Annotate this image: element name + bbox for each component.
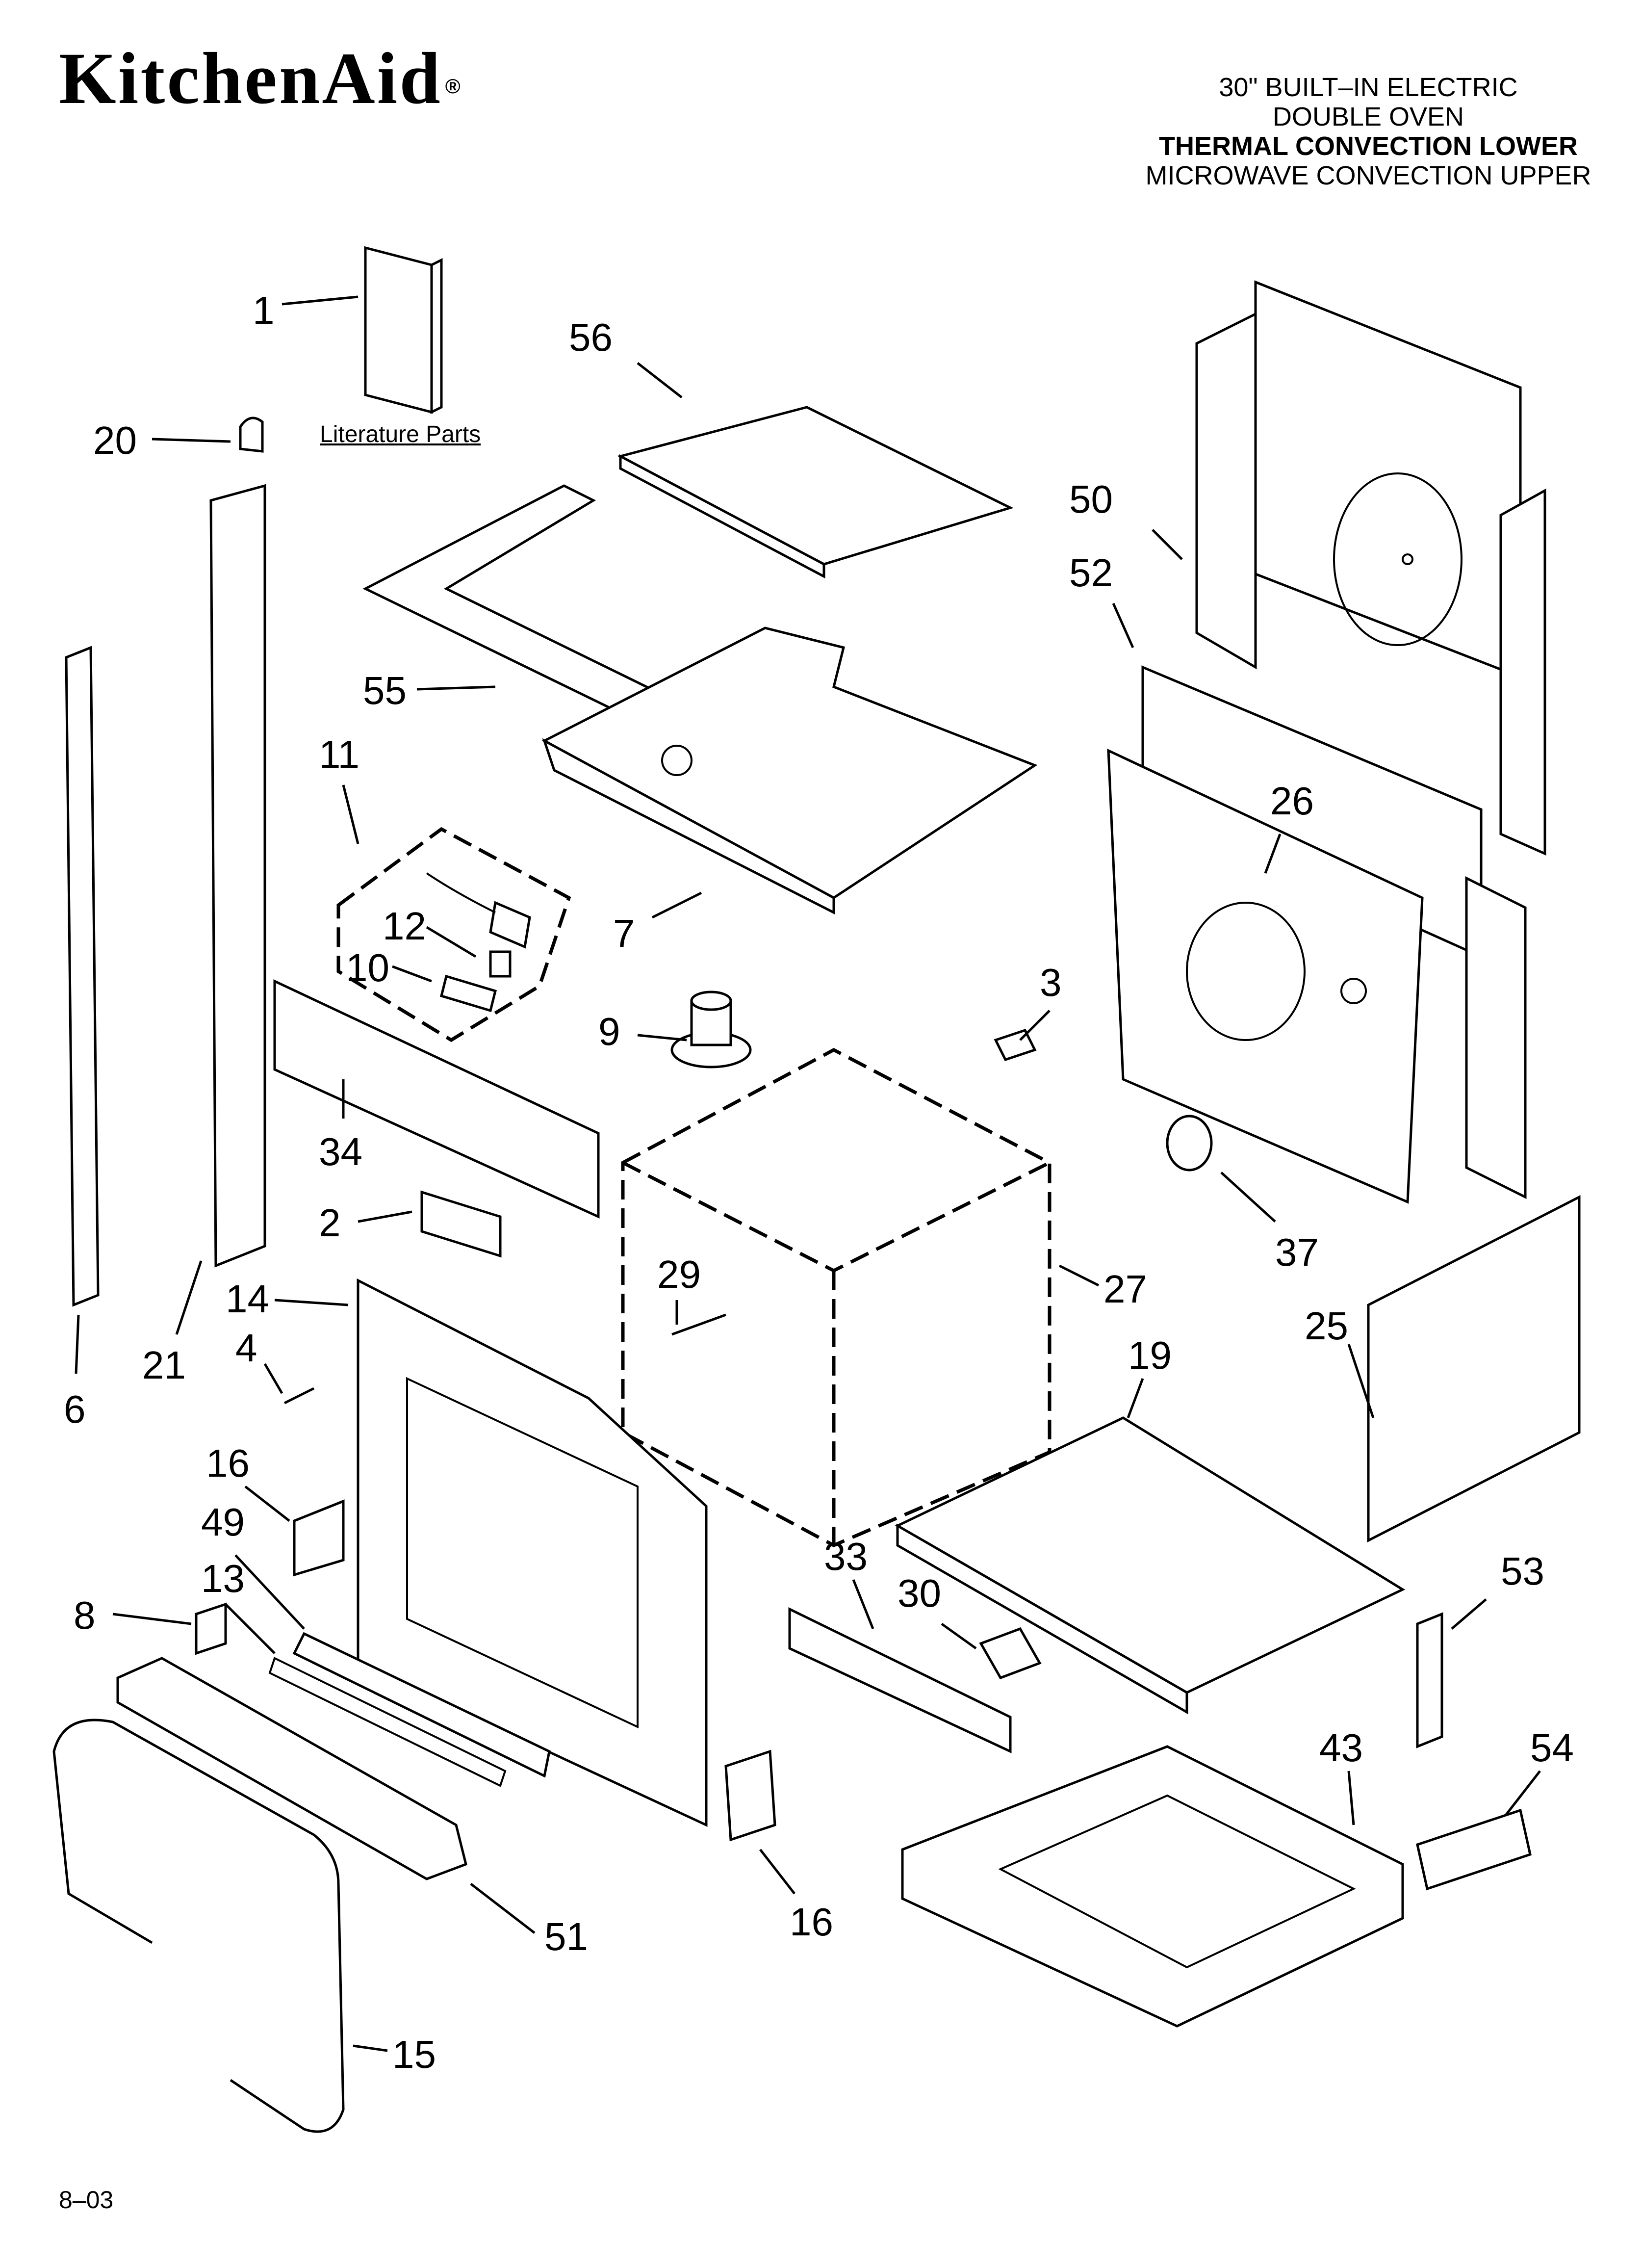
part-34-vent bbox=[273, 979, 600, 1219]
callout-54: 54 bbox=[1530, 1726, 1574, 1770]
part-56-insulation bbox=[617, 406, 1014, 579]
callout-16a: 16 bbox=[206, 1441, 250, 1485]
part-55-insulation-frame bbox=[362, 484, 690, 728]
part-33-rail bbox=[788, 1607, 1012, 1753]
callout-43: 43 bbox=[1319, 1726, 1363, 1770]
part-50-back-panel bbox=[1195, 280, 1546, 856]
part-9-fan-motor bbox=[670, 991, 752, 1069]
callout-53: 53 bbox=[1501, 1549, 1544, 1593]
part-27-oven-cavity bbox=[621, 1048, 1052, 1547]
part-16-bracket-a bbox=[293, 1499, 345, 1577]
callout-51: 51 bbox=[544, 1915, 588, 1958]
header-line-2: DOUBLE OVEN bbox=[1272, 102, 1464, 131]
part-12-bulb bbox=[489, 950, 512, 978]
callout-20: 20 bbox=[93, 418, 137, 462]
part-20 bbox=[239, 417, 264, 453]
callout-52: 52 bbox=[1069, 551, 1113, 595]
part-4-screw bbox=[283, 1387, 315, 1405]
callout-14: 14 bbox=[226, 1277, 269, 1321]
callout-25: 25 bbox=[1305, 1304, 1348, 1348]
callout-15: 15 bbox=[392, 2033, 436, 2076]
footer-code: 8–03 bbox=[59, 2186, 114, 2214]
part-19-floor bbox=[895, 1416, 1406, 1715]
callout-2: 2 bbox=[319, 1201, 341, 1245]
part-21-side-trim bbox=[209, 484, 266, 1268]
part-11-kit-outline bbox=[336, 827, 571, 1043]
part-52-26-rear-wall bbox=[1107, 665, 1527, 1204]
header-line-1: 30" BUILT–IN ELECTRIC bbox=[1219, 73, 1518, 102]
part-53-bracket bbox=[1416, 1612, 1443, 1748]
callout-4: 4 bbox=[235, 1326, 257, 1370]
callout-1: 1 bbox=[253, 288, 275, 332]
part-54-terminal-block bbox=[1416, 1808, 1532, 1891]
callout-30: 30 bbox=[898, 1571, 941, 1615]
callout-21: 21 bbox=[142, 1343, 186, 1387]
header-line-4: MICROWAVE CONVECTION UPPER bbox=[1145, 161, 1591, 190]
callout-56: 56 bbox=[569, 315, 613, 359]
part-43-bottom-tray bbox=[901, 1745, 1404, 2028]
part-16-bracket-b bbox=[724, 1749, 776, 1842]
part-2-thermostat bbox=[420, 1190, 502, 1258]
callout-6: 6 bbox=[64, 1387, 86, 1431]
part-37 bbox=[1166, 1115, 1213, 1172]
callout-12: 12 bbox=[383, 904, 426, 948]
callout-3: 3 bbox=[1040, 961, 1062, 1004]
callout-19: 19 bbox=[1128, 1333, 1172, 1377]
callout-29: 29 bbox=[657, 1252, 701, 1296]
kitchenaid-logo: KitchenAid® bbox=[59, 38, 462, 119]
callout-10: 10 bbox=[346, 946, 389, 990]
model-header: 30" BUILT–IN ELECTRIC DOUBLE OVEN THERMA… bbox=[1099, 73, 1638, 190]
part-3 bbox=[994, 1028, 1037, 1062]
part-14-front-frame bbox=[357, 1278, 708, 1827]
part-1-literature bbox=[364, 246, 443, 415]
part-29-sensor bbox=[671, 1313, 726, 1336]
part-8 bbox=[195, 1602, 227, 1655]
leader-lines bbox=[75, 295, 1541, 2052]
callout-9: 9 bbox=[598, 1010, 620, 1053]
part-10-lens bbox=[439, 974, 497, 1013]
callout-7: 7 bbox=[613, 912, 635, 955]
part-13 bbox=[268, 1657, 507, 1787]
callout-8: 8 bbox=[74, 1593, 96, 1637]
callout-33: 33 bbox=[824, 1535, 868, 1578]
callout-26: 26 bbox=[1270, 779, 1314, 823]
callout-27: 27 bbox=[1103, 1267, 1147, 1311]
part-15-gasket bbox=[52, 1719, 345, 2133]
part-7-top-panel bbox=[541, 626, 1038, 915]
part-30-clip bbox=[979, 1627, 1042, 1680]
callout-37: 37 bbox=[1275, 1230, 1319, 1274]
callout-50: 50 bbox=[1069, 477, 1113, 521]
header-line-3: THERMAL CONVECTION LOWER bbox=[1159, 131, 1578, 161]
part-25-side-panel bbox=[1367, 1195, 1581, 1543]
part-11-socket bbox=[426, 872, 531, 949]
callout-34: 34 bbox=[319, 1130, 362, 1173]
callout-11: 11 bbox=[319, 732, 359, 776]
part-6-side-trim bbox=[65, 646, 100, 1307]
part-51-vent-trim bbox=[116, 1657, 467, 1880]
callout-55: 55 bbox=[363, 669, 407, 712]
callout-49: 49 bbox=[201, 1500, 245, 1544]
part-49 bbox=[292, 1632, 551, 1778]
callout-16b: 16 bbox=[790, 1900, 833, 1944]
literature-parts-label: Literature Parts bbox=[320, 421, 481, 447]
callout-13: 13 bbox=[201, 1557, 245, 1600]
